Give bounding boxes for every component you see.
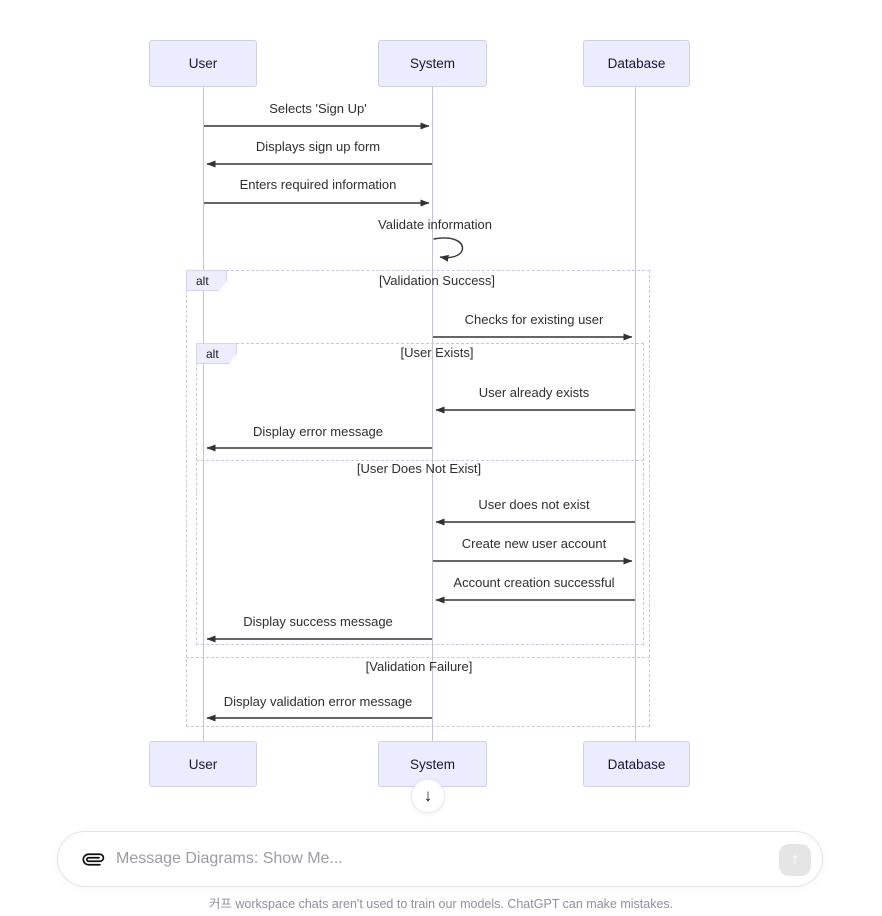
attach-file-button[interactable]: [80, 846, 106, 872]
arrow-up-icon: ↑: [791, 851, 799, 868]
alt-frame-outer: [186, 270, 650, 727]
actor-database-bottom: Database: [583, 741, 690, 787]
message-label: Validate information: [378, 217, 492, 232]
actor-system-top: System: [378, 40, 487, 87]
message-composer: ↑: [57, 831, 823, 887]
actor-database-top: Database: [583, 40, 690, 87]
condition-validation-success: [Validation Success]: [378, 273, 496, 288]
alt-divider-outer: [186, 657, 650, 658]
alt-tab-inner: alt: [196, 343, 237, 364]
message-label: Display validation error message: [223, 694, 413, 709]
actor-label: User: [188, 756, 218, 772]
message-label: Create new user account: [461, 536, 607, 551]
actor-label: System: [409, 56, 455, 71]
arrow-down-icon: ↓: [423, 786, 433, 805]
message-input[interactable]: [116, 850, 770, 868]
actor-label: Database: [607, 756, 666, 772]
message-label: Displays sign up form: [255, 139, 381, 154]
condition-user-exists: [User Exists]: [400, 345, 474, 360]
message-label: Display error message: [252, 424, 384, 439]
message-label: Account creation successful: [453, 575, 615, 590]
actor-label: User: [188, 56, 218, 71]
alt-divider-inner: [196, 460, 644, 461]
send-button[interactable]: ↑: [779, 844, 811, 876]
actor-user-top: User: [149, 40, 257, 87]
actor-label: Database: [607, 56, 666, 71]
alt-tab-outer: alt: [186, 270, 227, 291]
message-label: User already exists: [478, 385, 590, 400]
paperclip-icon: [82, 852, 104, 866]
disclaimer-text: 커프 workspace chats aren't used to train …: [208, 897, 674, 911]
actor-user-bottom: User: [149, 741, 257, 787]
alt-tab-outer-label: alt: [196, 273, 209, 288]
arrow-validate-self-loop: [433, 237, 464, 262]
message-label: Display success message: [243, 614, 393, 629]
message-label: Selects 'Sign Up': [269, 101, 367, 116]
condition-validation-failure: [Validation Failure]: [365, 659, 473, 674]
scroll-to-bottom-button[interactable]: ↓: [411, 779, 445, 813]
message-label: Enters required information: [239, 177, 397, 192]
alt-tab-inner-label: alt: [206, 346, 219, 361]
message-label: Checks for existing user: [464, 312, 604, 327]
sequence-diagram: alt alt [Validation Success] [User Exist…: [149, 40, 690, 813]
sequence-diagram-lines: [203, 87, 636, 741]
message-label: User does not exist: [478, 497, 590, 512]
alt-frame-inner: [196, 343, 644, 645]
actor-label: System: [409, 756, 455, 772]
condition-user-does-not-exist: [User Does Not Exist]: [356, 461, 482, 476]
